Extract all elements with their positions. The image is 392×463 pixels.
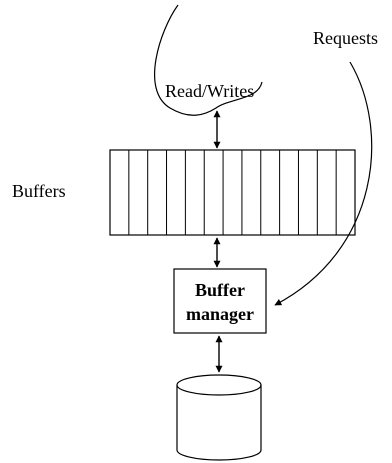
- buffers-label: Buffers: [12, 181, 66, 201]
- buffer-pool-frame: [109, 149, 356, 236]
- requests-curve: [274, 61, 373, 306]
- buffer-manager-label-line2: manager: [186, 304, 254, 324]
- buffer-manager-box: Buffer manager: [173, 268, 267, 334]
- disk-icon: [176, 374, 262, 461]
- buffer-manager-frame: [173, 268, 267, 334]
- read-writes-curve: [154, 4, 263, 116]
- disk-body: [176, 385, 262, 461]
- requests-label: Requests: [313, 28, 378, 48]
- buffer-pool: [109, 149, 356, 236]
- read-writes-label: Read/Writes: [165, 81, 254, 101]
- buffer-manager-label-line1: Buffer: [195, 280, 245, 300]
- disk-top: [176, 374, 262, 396]
